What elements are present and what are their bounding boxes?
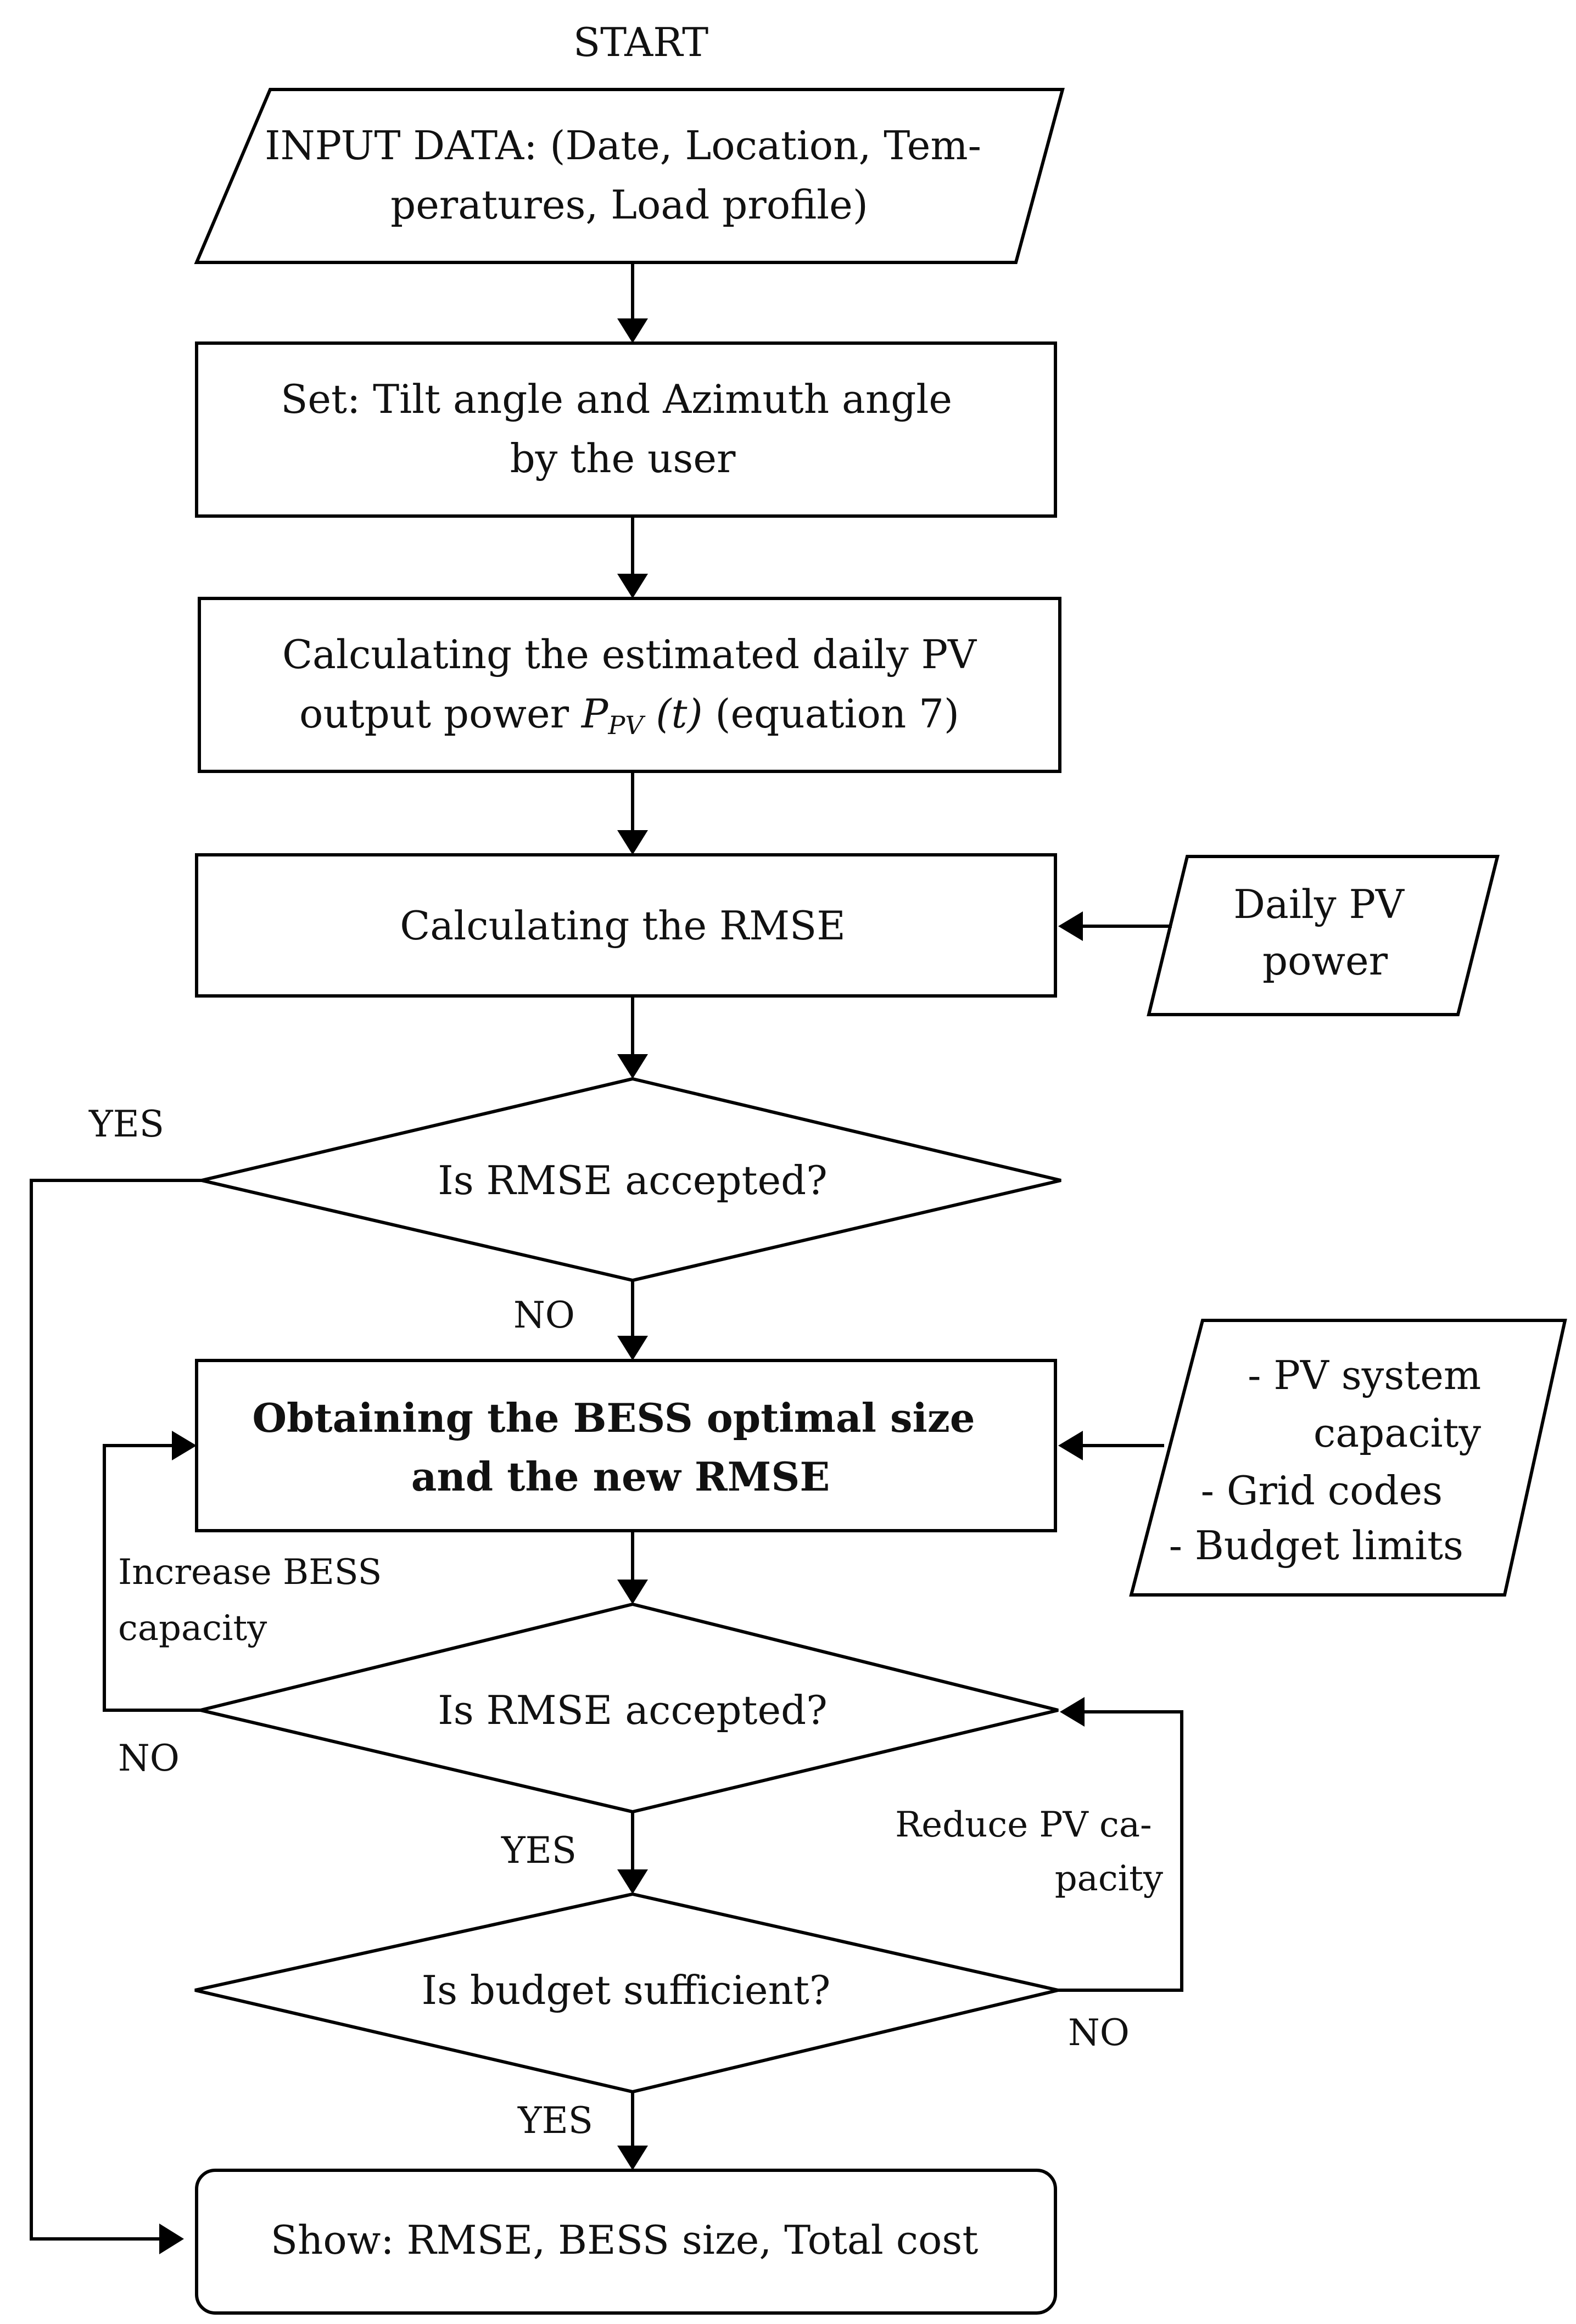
arrow-set-to-calc-pv [617,516,648,598]
rmse-decision-2-label: Is RMSE accepted? [438,1687,828,1733]
set-angles-line-2: by the user [510,435,736,481]
set-angles-node: Set: Tilt angle and Azimuth angle by the… [195,341,1057,518]
svg-text:Set: Tilt angle and Azimuth an: Set: Tilt angle and Azimuth angle by the… [281,376,965,481]
bess-optimal-node: Obtaining the BESS optimal size and the … [195,1359,1057,1532]
arrow-rmse1-no-to-bess [617,1280,648,1360]
reduce-pv-line-1: Reduce PV ca- [895,1805,1152,1845]
start-label: START [573,19,708,65]
daily-pv-line-1: Daily PV [1233,881,1405,927]
arrow-bess-to-decision-2 [617,1531,648,1604]
budget-yes-label: YES [517,2099,593,2142]
arrow-rmse2-yes-to-budget [617,1812,648,1894]
svg-text:INPUT DATA: (Date, Location, T: INPUT DATA: (Date, Location, Tem- peratu… [265,122,994,228]
pv-power-argument: (t) [644,691,703,737]
calc-pv-line-2-prefix: output power [299,691,582,737]
reduce-pv-line-2: pacity [1055,1858,1163,1899]
constraint-budget-limits: - Budget limits [1169,1522,1463,1569]
increase-bess-line-1: Increase BESS [118,1552,382,1593]
svg-text:Daily PV power: Daily PV power [1233,881,1417,984]
svg-text:- PV system capacity: - PV system capacity - Grid codes - Budg… [1169,1352,1494,1569]
calc-pv-line-1: Calculating the estimated daily PV [282,631,977,677]
daily-pv-node: Daily PV power [1147,855,1500,1016]
arrow-budget-no-to-rmse2 [1058,1697,1183,1992]
arrow-constraints-to-bess [1058,1431,1164,1460]
rmse2-yes-label: YES [501,1829,577,1872]
bess-optimal-line-2: and the new RMSE [411,1453,830,1500]
calc-pv-line-2-suffix: (equation 7) [703,691,959,737]
arrow-rmse1-yes-to-show [30,1179,202,2254]
increase-bess-line-2: capacity [118,1608,267,1649]
rmse-decision-1-label: Is RMSE accepted? [438,1157,828,1203]
budget-decision: Is budget sufficient? [194,1892,1059,2094]
budget-decision-label: Is budget sufficient? [422,1967,831,2013]
set-angles-line-1: Set: Tilt angle and Azimuth angle [281,376,952,422]
arrow-calc-pv-to-rmse [617,771,648,855]
rmse1-no-label: NO [513,1294,575,1336]
rmse1-yes-label: YES [88,1103,164,1145]
pv-power-subscript: PV [607,710,646,740]
rmse2-no-label: NO [118,1737,180,1779]
budget-no-label: NO [1068,2012,1130,2054]
constraint-pv-capacity: capacity [1314,1410,1482,1456]
input-data-node: INPUT DATA: (Date, Location, Tem- peratu… [194,88,1065,264]
arrow-budget-yes-to-show [617,2092,648,2170]
pv-power-symbol: P [580,691,609,737]
constraint-grid-codes: - Grid codes [1201,1468,1443,1514]
svg-text:Reduce PV ca- pacity: Reduce PV ca- pacity [895,1805,1163,1899]
calc-pv-line-2: output power PPV (t) (equation 7) [299,691,959,740]
constraint-pv-system: - PV system [1248,1352,1481,1398]
arrow-rmse2-no-to-bess [103,1431,200,1712]
input-data-line-1: INPUT DATA: (Date, Location, Tem- [265,122,981,169]
calc-rmse-label: Calculating the RMSE [400,903,846,949]
arrow-rmse-to-decision-1 [617,996,648,1079]
calc-rmse-node: Calculating the RMSE [195,853,1057,998]
svg-text:Increase BESS capacity: Increase BESS capacity [118,1552,393,1649]
svg-text:Obtaining the BESS optimal siz: Obtaining the BESS optimal size and the … [252,1395,988,1500]
bess-optimal-line-1: Obtaining the BESS optimal size [252,1395,975,1441]
input-data-line-2: peratures, Load profile) [390,182,868,228]
arrow-daily-pv-to-rmse [1058,911,1172,941]
constraints-node: - PV system capacity - Grid codes - Budg… [1129,1319,1567,1597]
daily-pv-line-2: power [1262,938,1388,984]
calc-pv-node: Calculating the estimated daily PV outpu… [198,597,1061,773]
rmse-decision-1: Is RMSE accepted? [201,1077,1061,1283]
arrow-input-to-set [617,262,648,343]
show-results-label: Show: RMSE, BESS size, Total cost [271,2217,979,2263]
show-results-node: Show: RMSE, BESS size, Total cost [195,2169,1057,2315]
rmse-decision-2: Is RMSE accepted? [200,1602,1059,1814]
